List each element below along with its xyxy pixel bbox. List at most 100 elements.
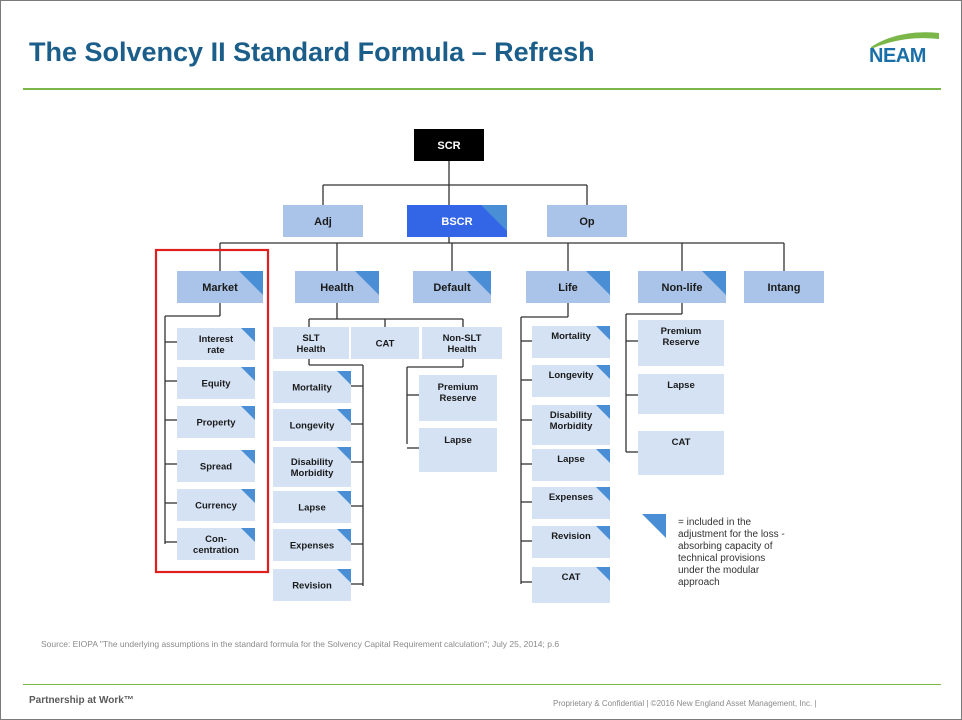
box-background <box>532 567 610 603</box>
legend-line: approach <box>678 577 720 588</box>
market-item-con-centration: Con-centration <box>177 528 255 560</box>
box-label: centration <box>193 545 239 556</box>
box-label: Disability <box>550 410 593 421</box>
box-background <box>177 328 255 360</box>
box-background <box>177 528 255 560</box>
box-label: Lapse <box>444 435 471 446</box>
box-label: Non-SLT <box>443 333 482 344</box>
box-background <box>638 320 724 366</box>
box-label: CAT <box>672 437 691 448</box>
lac-triangle-icon <box>241 367 255 381</box>
box-label: Reserve <box>440 393 477 404</box>
box-background <box>532 526 610 558</box>
module-non-life: Non-life <box>638 271 726 303</box>
box-label: Expenses <box>290 540 334 551</box>
scr-box: SCR <box>414 129 484 161</box>
lac-triangle-icon <box>467 271 491 295</box>
box-background <box>419 375 497 421</box>
module-market: Market <box>177 271 263 303</box>
box-label: Con- <box>205 534 227 545</box>
health-cat-box: CAT <box>351 327 419 359</box>
legend-line: technical provisions <box>678 553 765 564</box>
box-label: Mortality <box>551 331 591 342</box>
box-background <box>273 371 351 403</box>
box-background <box>532 487 610 519</box>
source-citation: Source: EIOPA "The underlying assumption… <box>41 639 560 649</box>
box-label: Health <box>296 344 325 355</box>
box-background <box>638 431 724 475</box>
box-label: Spread <box>200 461 232 472</box>
nonlife-item-cat: CAT <box>638 431 724 475</box>
lac-triangle-icon <box>596 365 610 379</box>
lac-triangle-icon <box>596 449 610 463</box>
slt-item-expenses: Expenses <box>273 529 351 561</box>
slt-item-revision: Revision <box>273 569 351 601</box>
logo-text: NEAM <box>869 45 926 67</box>
neam-logo: NEAM <box>869 27 941 69</box>
box-label: Non-life <box>662 282 703 294</box>
box-label: Equity <box>201 378 231 389</box>
box-background <box>177 406 255 438</box>
lac-triangle-icon <box>241 450 255 464</box>
lac-triangle-icon <box>596 526 610 540</box>
lac-triangle-icon <box>586 271 610 295</box>
lac-triangle-icon <box>337 569 351 583</box>
box-label: Morbidity <box>550 421 593 432</box>
logo-swoosh-icon <box>871 32 939 49</box>
lac-triangle-icon <box>241 528 255 542</box>
box-background <box>532 449 610 481</box>
life-item-longevity: Longevity <box>532 365 610 397</box>
legend-line: absorbing capacity of <box>678 541 773 552</box>
lac-triangle-icon <box>337 447 351 461</box>
box-background <box>177 489 255 521</box>
footer-divider <box>23 684 941 685</box>
box-background <box>422 327 502 359</box>
box-background <box>532 326 610 358</box>
box-label: CAT <box>376 338 395 349</box>
box-background <box>744 271 824 303</box>
box-label: Disability <box>291 457 334 468</box>
box-background <box>532 405 610 445</box>
box-label: Expenses <box>549 492 593 503</box>
lac-triangle-icon <box>241 489 255 503</box>
market-item-equity: Equity <box>177 367 255 399</box>
box-background <box>273 447 351 487</box>
market-highlight-frame <box>154 248 270 574</box>
box-background <box>273 327 349 359</box>
box-label: Revision <box>551 531 591 542</box>
lac-triangle-icon <box>241 406 255 420</box>
lac-triangle-icon <box>337 529 351 543</box>
title-divider <box>23 88 941 90</box>
life-item-lapse: Lapse <box>532 449 610 481</box>
box-label: Interest <box>199 334 234 345</box>
box-label: BSCR <box>441 216 472 228</box>
box-label: Lapse <box>667 380 694 391</box>
box-background <box>273 409 351 441</box>
lac-triangle-icon <box>239 271 263 295</box>
footer-copyright: Proprietary & Confidential | ©2016 New E… <box>553 699 817 708</box>
slt-item-lapse: Lapse <box>273 491 351 523</box>
module-default: Default <box>413 271 491 303</box>
lac-triangle-icon <box>337 409 351 423</box>
box-label: Property <box>196 417 236 428</box>
nonslt-item-lapse: Lapse <box>419 428 497 472</box>
box-label: Reserve <box>663 337 700 348</box>
life-item-revision: Revision <box>532 526 610 558</box>
legend-triangle-icon <box>642 514 666 538</box>
lac-triangle-icon <box>596 487 610 501</box>
box-label: rate <box>207 345 224 356</box>
box-label: Revision <box>292 580 332 591</box>
box-label: Op <box>579 216 595 228</box>
box-label: SLT <box>302 333 319 344</box>
life-item-expenses: Expenses <box>532 487 610 519</box>
module-health: Health <box>295 271 379 303</box>
box-label: Health <box>320 282 354 294</box>
box-label: Mortality <box>292 382 332 393</box>
lac-triangle-icon <box>481 205 507 231</box>
